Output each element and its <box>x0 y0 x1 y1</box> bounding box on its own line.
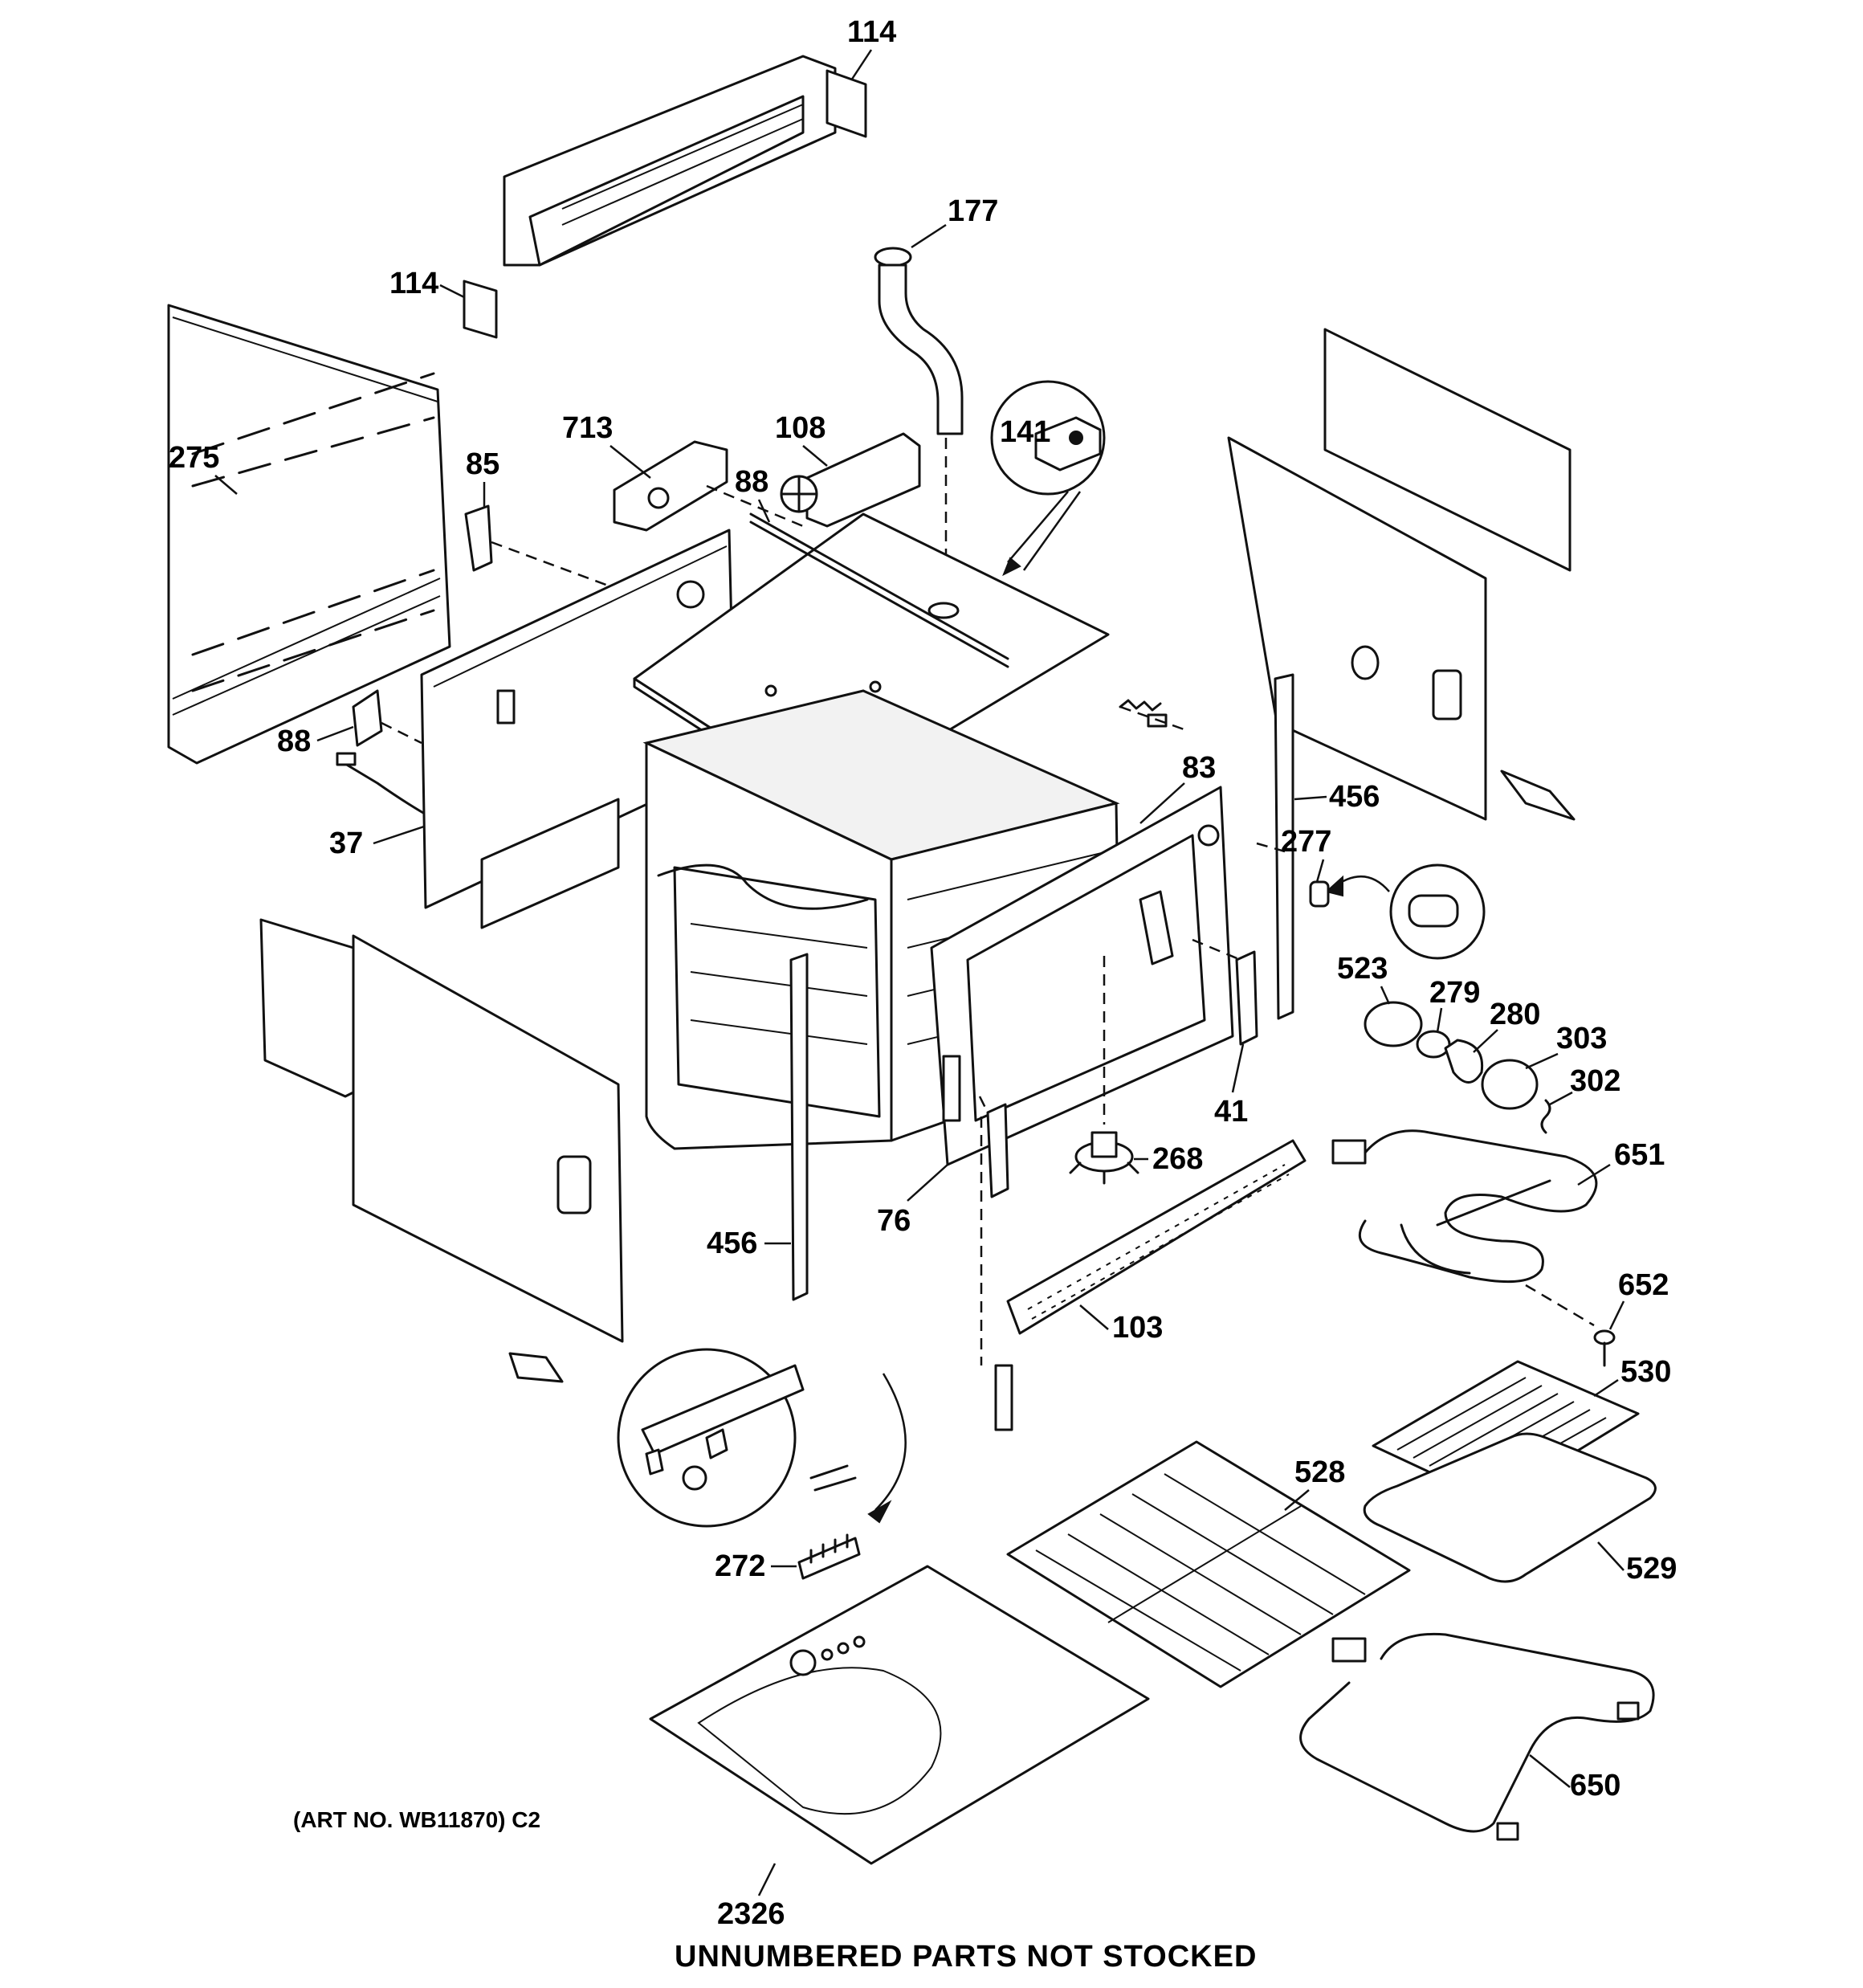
light-gasket-279 <box>1416 1030 1451 1059</box>
light-bulb-280 <box>1444 1039 1484 1084</box>
svg-text:85: 85 <box>466 447 499 481</box>
callout-83: 83 <box>1139 751 1216 824</box>
svg-text:275: 275 <box>169 441 219 475</box>
art-number: (ART NO. WB11870) C2 <box>293 1807 540 1832</box>
svg-text:114: 114 <box>847 15 896 49</box>
svg-text:277: 277 <box>1281 825 1331 859</box>
callout-279: 279 <box>1429 976 1480 1033</box>
svg-text:530: 530 <box>1620 1355 1671 1389</box>
left-side-panel <box>167 304 451 765</box>
svg-text:88: 88 <box>277 725 311 758</box>
callout-76: 76 <box>877 1164 948 1238</box>
spring-latch <box>1119 699 1189 733</box>
callout-88: 88 <box>735 465 771 523</box>
light-lens-523 <box>1364 1001 1423 1047</box>
rack-support-272 <box>797 1533 861 1580</box>
bake-element-650 <box>1299 1632 1655 1841</box>
callout-103: 103 <box>1079 1304 1163 1345</box>
wire-clip-302 <box>1540 1099 1551 1134</box>
bracket-85-upper <box>464 504 611 588</box>
pin-652 <box>1593 1329 1616 1367</box>
callout-37: 37 <box>329 822 434 860</box>
oven-rack-528 <box>1006 1440 1411 1688</box>
svg-text:37: 37 <box>329 827 363 860</box>
svg-text:83: 83 <box>1182 751 1216 785</box>
callout-456-lower: 456 <box>707 1227 791 1260</box>
fan-motor <box>780 432 921 528</box>
callout-303: 303 <box>1525 1022 1607 1070</box>
svg-text:529: 529 <box>1626 1552 1677 1586</box>
callout-530: 530 <box>1593 1355 1671 1398</box>
vent-grille-103 <box>1006 1139 1307 1335</box>
callout-528: 528 <box>1284 1455 1345 1511</box>
callout-651: 651 <box>1577 1138 1665 1186</box>
svg-text:456: 456 <box>1329 780 1380 814</box>
callout-523: 523 <box>1337 952 1391 1005</box>
svg-text:652: 652 <box>1618 1268 1669 1302</box>
svg-text:279: 279 <box>1429 976 1480 1010</box>
hinge-bracket-41 <box>1192 938 1258 1046</box>
callout-85-lower: 88 <box>277 725 354 758</box>
callout-108: 108 <box>775 411 828 467</box>
svg-text:76: 76 <box>877 1204 911 1238</box>
svg-text:177: 177 <box>948 194 998 228</box>
vent-tube <box>874 247 964 598</box>
callout-177: 177 <box>911 194 998 249</box>
svg-text:280: 280 <box>1490 998 1540 1031</box>
svg-text:651: 651 <box>1614 1138 1665 1172</box>
svg-text:523: 523 <box>1337 952 1388 986</box>
callout-268: 268 <box>1134 1142 1203 1176</box>
svg-text:650: 650 <box>1570 1769 1620 1802</box>
light-cover-303 <box>1481 1059 1539 1110</box>
trim-strip-456-upper <box>1256 673 1294 1020</box>
callout-277: 277 <box>1281 825 1331 883</box>
convection-fan-268 <box>1069 956 1139 1185</box>
callout-275: 275 <box>169 441 238 495</box>
callout-272: 272 <box>715 1549 797 1583</box>
rack-support-inset <box>617 1348 907 1528</box>
svg-text:303: 303 <box>1556 1022 1607 1055</box>
svg-text:456: 456 <box>707 1227 757 1260</box>
callout-713: 713 <box>562 411 651 479</box>
svg-text:41: 41 <box>1214 1095 1248 1129</box>
callout-280: 280 <box>1473 998 1540 1053</box>
callout-302: 302 <box>1549 1064 1620 1106</box>
callout-141: 141 <box>1000 415 1050 449</box>
callout-652: 652 <box>1608 1268 1669 1330</box>
bracket-85-lower <box>352 689 422 747</box>
callout-2326: 2326 <box>717 1863 785 1931</box>
broil-pan-529 <box>1363 1432 1657 1583</box>
bracket-713 <box>613 440 728 532</box>
svg-text:272: 272 <box>715 1549 765 1583</box>
svg-text:114: 114 <box>389 267 438 300</box>
bottom-panel-2326 <box>649 1565 1150 1865</box>
callout-650: 650 <box>1529 1754 1620 1802</box>
lower-left-panel <box>259 918 624 1383</box>
svg-text:2326: 2326 <box>717 1897 785 1931</box>
footer-note: UNNUMBERED PARTS NOT STOCKED <box>675 1940 1257 1974</box>
svg-text:528: 528 <box>1294 1455 1345 1489</box>
callout-114-left: 114 <box>389 267 465 300</box>
callout-85-upper: 85 <box>466 447 499 508</box>
svg-text:88: 88 <box>735 465 768 499</box>
broil-element-651 <box>1331 1129 1598 1327</box>
svg-text:141: 141 <box>1000 415 1050 449</box>
svg-text:108: 108 <box>775 411 826 445</box>
hinge-bracket-76 <box>978 1096 1013 1431</box>
front-frame <box>930 786 1234 1166</box>
callout-41: 41 <box>1214 1043 1248 1129</box>
rear-panel <box>420 529 736 929</box>
thermostat-inset <box>990 380 1106 577</box>
trim-strip-456-lower <box>789 953 809 1301</box>
callout-456-upper: 456 <box>1294 780 1380 814</box>
callout-529: 529 <box>1597 1541 1677 1586</box>
svg-text:713: 713 <box>562 411 613 445</box>
callout-114-top: 114 <box>847 15 896 81</box>
svg-text:103: 103 <box>1112 1311 1163 1345</box>
top-duct-panel <box>463 55 867 339</box>
light-socket-inset <box>1309 863 1486 960</box>
svg-text:302: 302 <box>1570 1064 1620 1098</box>
svg-text:268: 268 <box>1152 1142 1203 1176</box>
